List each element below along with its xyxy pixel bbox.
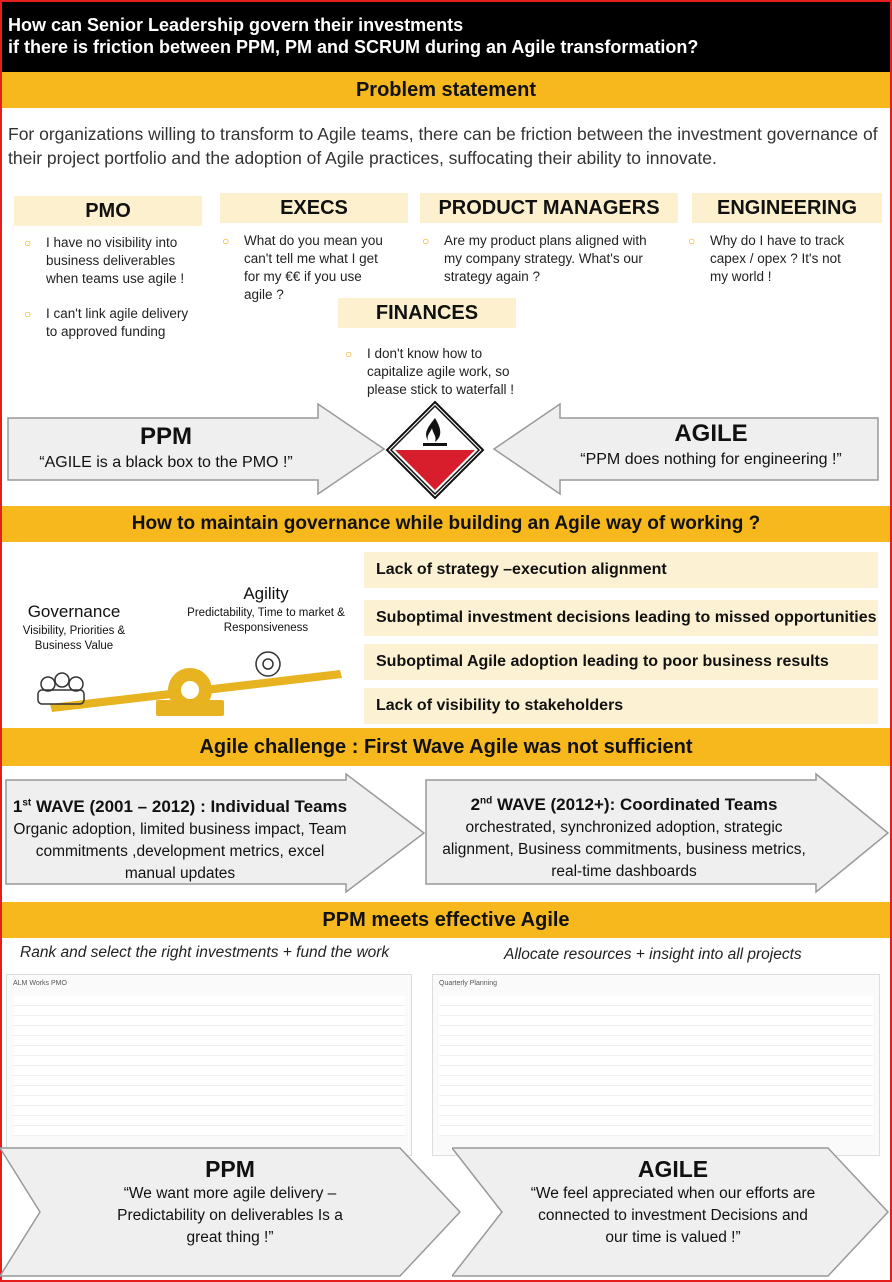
meet-left-subtitle: Rank and select the right investments + … (20, 944, 390, 961)
pm-title: PRODUCT MANAGERS (420, 193, 678, 223)
ppm-quote: “AGILE is a black box to the PMO !” (39, 454, 293, 471)
wave2-block: 2nd WAVE (2012+): Coordinated Teams orch… (442, 794, 806, 880)
fin-bullet: ○I don't know how to capitalize agile wo… (345, 346, 515, 397)
agile-block: AGILE “PPM does nothing for engineering … (556, 420, 866, 469)
seesaw-icon (37, 651, 342, 716)
main-title: How can Senior Leadership govern their i… (2, 2, 890, 72)
eng-bullet: ○Why do I have to track capex / opex ? I… (688, 233, 845, 284)
issue-box: Suboptimal Agile adoption leading to poo… (364, 644, 878, 680)
pmo-bullet: ○I can't link agile delivery to approved… (24, 306, 189, 339)
agile-bottom-quote: “We feel appreciated when our efforts ar… (530, 1185, 816, 1246)
agile-title: AGILE (674, 420, 748, 447)
agility-label: Agility Predictability, Time to market &… (187, 584, 345, 634)
pmo-title: PMO (14, 196, 202, 226)
fin-title: FINANCES (338, 298, 516, 328)
pm-bullet: ○Are my product plans aligned with my co… (422, 233, 647, 284)
eng-title: ENGINEERING (692, 193, 882, 223)
agile-bottom-block: AGILE “We feel appreciated when our effo… (528, 1156, 818, 1249)
ppm-block: PPM “AGILE is a black box to the PMO !” (16, 423, 316, 472)
problem-title: Problem statement (2, 72, 890, 108)
agile-bottom-title: AGILE (637, 1156, 709, 1182)
wave1-block: 1st WAVE (2001 – 2012) : Individual Team… (12, 796, 348, 882)
issue-box: Lack of visibility to stakeholders (364, 688, 878, 724)
ppm-screenshot: ALM Works PMO (6, 974, 412, 1156)
governance-title: How to maintain governance while buildin… (2, 506, 890, 542)
problem-text: For organizations willing to transform t… (8, 124, 878, 168)
ppm-bottom-quote: “We want more agile delivery – Predictab… (117, 1185, 343, 1246)
ppm-arrow (7, 402, 386, 496)
wave1-arrow (5, 772, 426, 894)
execs-bullet: ○What do you mean you can't tell me what… (222, 233, 383, 302)
issue-box: Lack of strategy –execution alignment (364, 552, 878, 588)
meet-right-subtitle: Allocate resources + insight into all pr… (504, 946, 802, 963)
ppm-bottom-title: PPM (205, 1156, 255, 1182)
governance-label: Governance Visibility, Priorities & Busi… (22, 602, 126, 652)
waves-title: Agile challenge : First Wave Agile was n… (2, 728, 890, 766)
issue-box: Suboptimal investment decisions leading … (364, 600, 878, 636)
agile-screenshot: Quarterly Planning (432, 974, 880, 1156)
ppm-bottom-block: PPM “We want more agile delivery – Predi… (100, 1156, 360, 1249)
flammable-hazard-icon (385, 400, 485, 500)
execs-title: EXECS (220, 193, 408, 223)
agile-arrow (492, 402, 879, 496)
meet-title: PPM meets effective Agile (2, 902, 890, 938)
pmo-bullet: ○I have no visibility into business deli… (24, 235, 185, 286)
ppm-title: PPM (139, 423, 192, 450)
wave2-arrow (425, 772, 890, 894)
agile-quote: “PPM does nothing for engineering !” (580, 451, 842, 468)
ppm-bottom-arrow (0, 1147, 462, 1277)
agile-bottom-arrow (452, 1147, 890, 1277)
